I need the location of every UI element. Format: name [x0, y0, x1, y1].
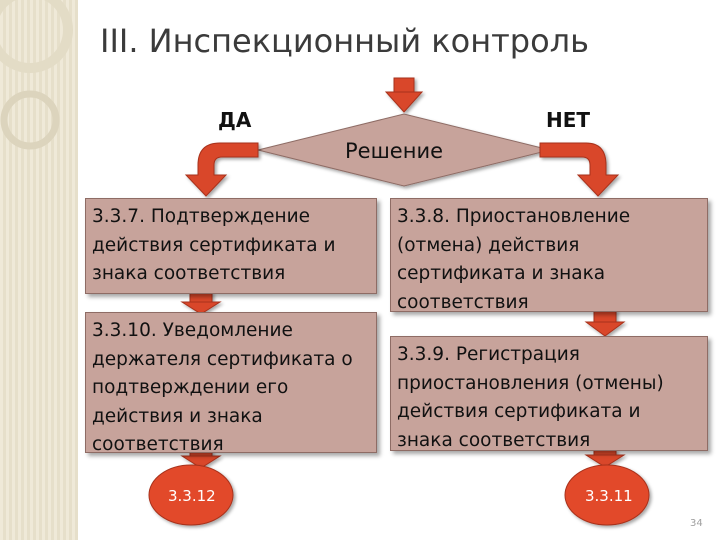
end-circle-no [564, 464, 650, 526]
end-circle-yes [148, 464, 234, 526]
box-text-line: 3.3.8. Приостановление [397, 206, 631, 227]
box-text-line: соответствия [92, 434, 224, 455]
yes-branch-arrow [184, 142, 259, 197]
box-text-line: действия сертификата и [397, 401, 641, 422]
box-text-line: знака соответствия [92, 263, 286, 284]
box-text-line: действия и знака [92, 405, 263, 427]
yes-label: ДА [218, 108, 252, 132]
entry-arrow [384, 77, 424, 113]
box-text-line: держателя сертификата о [92, 348, 353, 370]
end-label-yes: 3.3.12 [168, 487, 216, 505]
notification-box: 3.3.10. Уведомление держателя сертификат… [85, 312, 377, 455]
registration-box: 3.3.9. Регистрация приостановления (отме… [390, 336, 708, 451]
slide-title: III. Инспекционный контроль [100, 22, 589, 60]
box-text-line: действия сертификата и [92, 234, 336, 256]
box-text-line: сертификата и знака [397, 263, 606, 284]
end-label-no: 3.3.11 [585, 487, 633, 505]
box-text-line: 3.3.7. Подтверждение [92, 206, 310, 227]
box-text-line: соответствия [397, 291, 529, 313]
deco-ring-1 [0, 0, 73, 73]
box-text-line: знака соответствия [397, 429, 591, 451]
confirmation-box: 3.3.7. Подтверждение действия сертификат… [85, 198, 377, 294]
yes-flow-arrow-1 [180, 291, 222, 315]
box-text-line: (отмена) действия [397, 234, 580, 256]
suspension-box: 3.3.8. Приостановление (отмена) действия… [390, 198, 708, 313]
no-label: НЕТ [546, 108, 591, 132]
box-text-line: 3.3.9. Регистрация [397, 344, 580, 365]
deco-ring-2 [0, 90, 60, 150]
box-text-line: приостановления (отмены) [397, 372, 664, 394]
decorative-rings [0, 0, 73, 150]
box-text-line: 3.3.10. Уведомление [92, 320, 293, 341]
no-branch-arrow [539, 142, 620, 197]
page-number: 34 [690, 518, 703, 529]
no-flow-arrow-2 [584, 449, 626, 468]
decision-label: Решение [345, 139, 444, 163]
decorative-side-strip [0, 0, 78, 540]
box-text-line: подтверждении его [92, 377, 289, 398]
